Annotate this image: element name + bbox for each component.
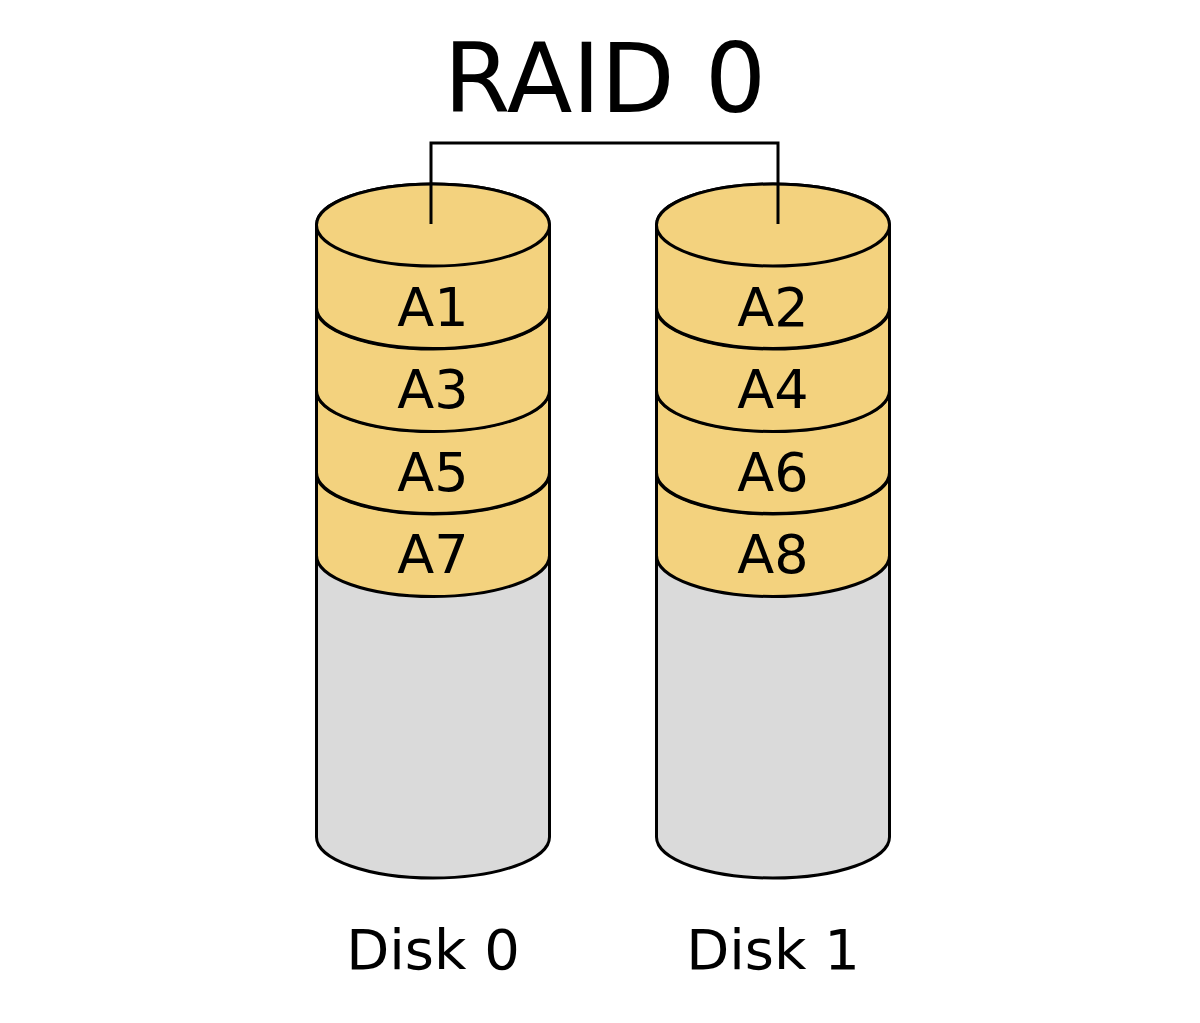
stripe-block: A1 <box>315 184 551 349</box>
stripe-top <box>317 267 550 349</box>
diagram-title: RAID 0 <box>0 31 1200 127</box>
stripe-top <box>657 432 890 514</box>
block-label: A4 <box>655 355 891 425</box>
disk-label: Disk 1 <box>595 915 951 985</box>
stripe-top <box>317 184 550 266</box>
free-space <box>317 555 550 878</box>
disk-top <box>317 184 550 266</box>
block-label: A6 <box>655 438 891 508</box>
block-label: A7 <box>315 520 551 590</box>
block-label: A8 <box>655 520 891 590</box>
disk-top <box>657 184 890 266</box>
stripe-top <box>317 349 550 431</box>
disk-label: Disk 0 <box>255 915 611 985</box>
disk-cylinder: Disk 1A2A4A6A8 <box>655 184 891 878</box>
stripe-top <box>657 267 890 349</box>
stripe-block: A2 <box>655 184 891 349</box>
stripe-top <box>657 184 890 266</box>
disk-cylinder: Disk 0A1A3A5A7 <box>315 184 551 878</box>
free-space <box>657 555 890 878</box>
block-label: A2 <box>655 273 891 343</box>
block-label: A1 <box>315 273 551 343</box>
block-label: A3 <box>315 355 551 425</box>
disk-outline <box>317 555 550 878</box>
block-label: A5 <box>315 438 551 508</box>
disk-outline <box>657 555 890 878</box>
stripe-top <box>657 349 890 431</box>
stripe-top <box>317 432 550 514</box>
